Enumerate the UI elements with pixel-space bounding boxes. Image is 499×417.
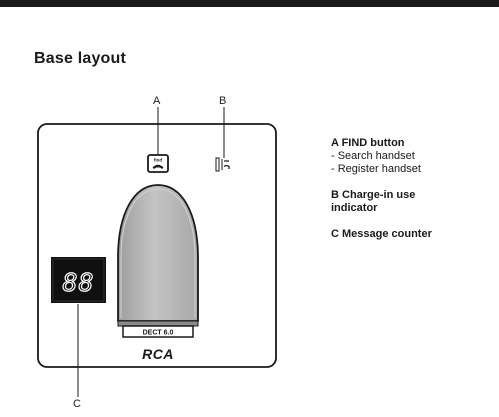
counter-digits: 88 xyxy=(62,268,94,297)
legend-c-title: C Message counter xyxy=(331,228,491,241)
handset-cradle: DECT 6.0 xyxy=(118,185,198,337)
legend-a: A FIND button - Search handset - Registe… xyxy=(331,137,491,176)
callout-b: B xyxy=(219,95,226,107)
legend-c: C Message counter xyxy=(331,228,491,241)
legend: A FIND button - Search handset - Registe… xyxy=(331,137,491,254)
callout-a: A xyxy=(153,95,160,107)
dect-label: DECT 6.0 xyxy=(143,330,174,337)
find-button-label: find xyxy=(154,158,162,163)
legend-a-title: A FIND button xyxy=(331,137,491,150)
message-counter-display: 88 xyxy=(51,257,106,303)
legend-b-title-line2: indicator xyxy=(331,202,491,215)
legend-a-item: - Register handset xyxy=(331,163,491,176)
rca-logo: RCA xyxy=(142,346,174,362)
find-button[interactable]: find xyxy=(148,155,168,172)
legend-b-title-line1: B Charge-in use xyxy=(331,189,491,202)
callout-c: C xyxy=(73,398,81,410)
legend-b: B Charge-in use indicator xyxy=(331,189,491,215)
legend-a-item: - Search handset xyxy=(331,150,491,163)
